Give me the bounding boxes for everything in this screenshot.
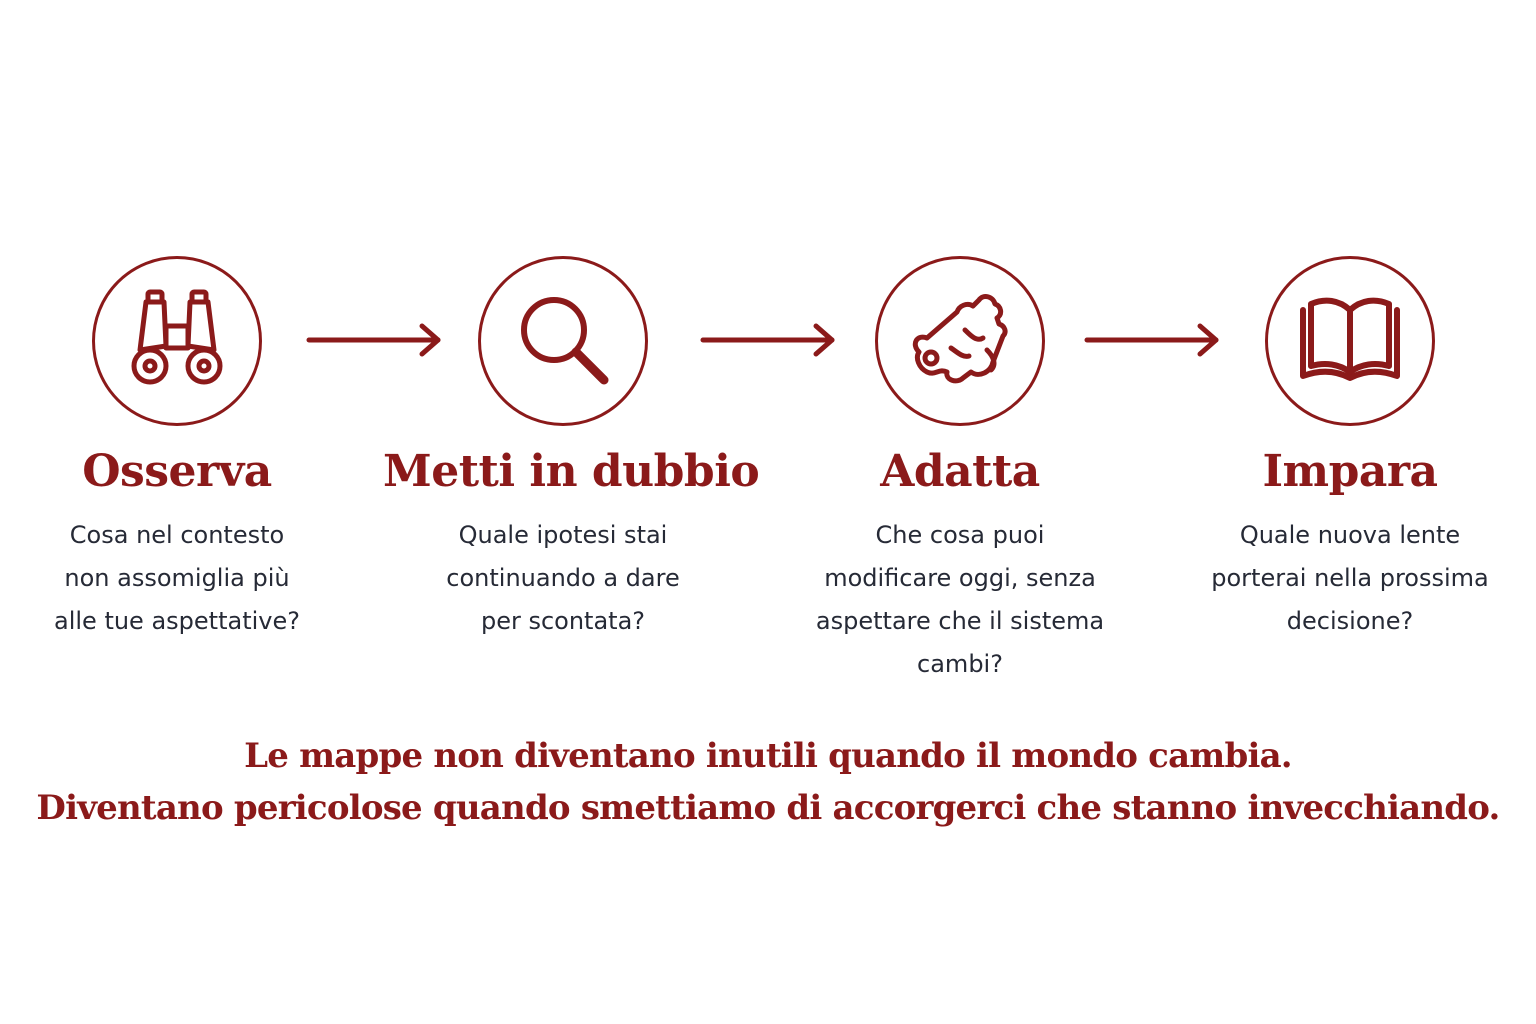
- step-icon-circle: [92, 256, 262, 426]
- step-description-line: alle tue aspettative?: [54, 607, 300, 635]
- step-description-line: modificare oggi, senza: [824, 564, 1096, 592]
- step-description: Che cosa puoi modificare oggi, senza asp…: [780, 514, 1140, 686]
- step-title: Metti in dubbio: [383, 446, 760, 497]
- puzzle-map-icon: [912, 294, 1008, 384]
- open-book-icon: [1300, 297, 1400, 381]
- step-description-line: porterai nella prossima: [1211, 564, 1489, 592]
- step-description-line: Quale nuova lente: [1239, 521, 1461, 549]
- step-description-line: Quale ipotesi stai: [458, 521, 668, 549]
- step-description-line: per scontata?: [480, 607, 646, 635]
- step-osserva: Osserva Cosa nel contesto non assomiglia…: [0, 256, 357, 643]
- step-adatta: Adatta Che cosa puoi modificare oggi, se…: [780, 256, 1140, 686]
- step-description-line: continuando a dare: [446, 564, 680, 592]
- step-description: Quale ipotesi stai continuando a dare pe…: [383, 514, 743, 643]
- step-description-line: Cosa nel contesto: [69, 521, 285, 549]
- closing-quote: Le mappe non diventano inutili quando il…: [0, 730, 1536, 834]
- step-title: Osserva: [82, 446, 272, 497]
- arrow-right-icon: [1084, 323, 1219, 357]
- binoculars-icon: [131, 289, 223, 385]
- step-icon-circle: [478, 256, 648, 426]
- magnifying-glass-icon: [521, 297, 609, 385]
- step-metti-in-dubbio: Metti in dubbio Quale ipotesi stai conti…: [383, 256, 760, 643]
- step-description-line: aspettare che il sistema: [815, 607, 1105, 635]
- step-description: Quale nuova lente porterai nella prossim…: [1170, 514, 1530, 643]
- step-impara: Impara Quale nuova lente porterai nella …: [1170, 256, 1530, 643]
- arrow-right-icon: [306, 323, 441, 357]
- step-icon-circle: [1265, 256, 1435, 426]
- quote-line: Diventano pericolose quando smettiamo di…: [36, 788, 1500, 828]
- step-icon-circle: [875, 256, 1045, 426]
- arrow-right-icon: [700, 323, 835, 357]
- step-title: Impara: [1262, 446, 1438, 497]
- step-description-line: cambi?: [917, 650, 1003, 678]
- step-description-line: Che cosa puoi: [875, 521, 1045, 549]
- step-description-line: non assomiglia più: [64, 564, 290, 592]
- step-description: Cosa nel contesto non assomiglia più all…: [0, 514, 357, 643]
- step-description-line: decisione?: [1286, 607, 1414, 635]
- quote-line: Le mappe non diventano inutili quando il…: [244, 736, 1293, 776]
- step-title: Adatta: [880, 446, 1040, 497]
